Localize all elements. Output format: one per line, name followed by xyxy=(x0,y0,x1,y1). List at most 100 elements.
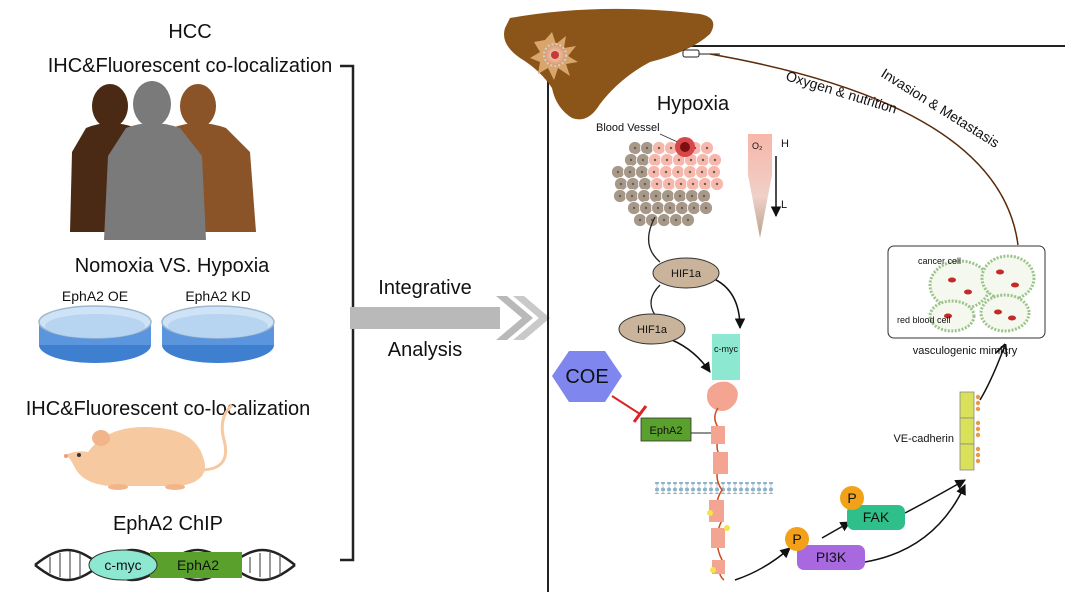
gradient-low-label: L xyxy=(781,199,787,211)
tissue-cell-nucleus xyxy=(674,218,678,222)
ve-cadherin-label: VE-cadherin xyxy=(893,433,954,445)
petri-dish-kd-icon xyxy=(161,305,275,363)
tissue-cell-nucleus xyxy=(664,170,668,174)
tissue-cell-nucleus xyxy=(712,170,716,174)
chip-title: EphA2 ChIP xyxy=(113,513,223,535)
tissue-cell-nucleus xyxy=(689,158,693,162)
tissue-cell-nucleus xyxy=(618,194,622,198)
arrow-hif1a-cmyc xyxy=(711,277,746,330)
tissue-cell-nucleus xyxy=(630,194,634,198)
mouse-icon xyxy=(64,403,234,490)
tissue-cell-nucleus xyxy=(679,182,683,186)
epha2-label: EphA2 xyxy=(649,425,682,437)
o2-label: O₂ xyxy=(752,141,763,151)
red-blood-cell xyxy=(994,309,1002,315)
cell-membrane xyxy=(655,482,775,494)
tissue-cell-nucleus xyxy=(676,170,680,174)
arrow-fak-cadherin xyxy=(904,479,966,514)
tissue-cell-nucleus xyxy=(666,194,670,198)
arrow-pi3k-cadherin xyxy=(864,484,966,563)
arrow-hif1a-receptor xyxy=(671,339,711,373)
dna-epha2-box xyxy=(150,552,242,578)
dish-kd-label: EphA2 KD xyxy=(185,288,250,304)
red-blood-cell xyxy=(944,313,952,319)
arrow-pi3k-fak xyxy=(821,521,851,539)
hif1a-top-oval xyxy=(652,257,720,289)
red-blood-cell xyxy=(964,289,972,295)
tissue-cell-nucleus xyxy=(680,206,684,210)
tissue-cell-nucleus xyxy=(662,218,666,222)
hcc-title: HCC xyxy=(168,21,211,43)
tissue-cell-nucleus xyxy=(705,146,709,150)
tissue-cell-nucleus xyxy=(631,182,635,186)
dish-oe-label: EphA2 OE xyxy=(62,288,128,304)
tissue-cell-nucleus xyxy=(692,206,696,210)
coe-inhibit-line xyxy=(611,395,641,415)
tissue-cell-nucleus xyxy=(632,206,636,210)
tissue-cell-nucleus xyxy=(686,218,690,222)
liver-icon xyxy=(504,8,714,120)
tissue-cell-nucleus xyxy=(644,206,648,210)
p-pi3k-label: P xyxy=(792,531,801,547)
human-silhouettes-icon xyxy=(70,81,256,240)
fak-label: FAK xyxy=(863,509,890,525)
tissue-cell-nucleus xyxy=(642,194,646,198)
dna-epha2-label: EphA2 xyxy=(177,557,219,573)
link-hif1a-hif1a xyxy=(650,284,661,316)
mouse-title: IHC&Fluorescent co-localization xyxy=(26,398,311,420)
blood-vessel-label: Blood Vessel xyxy=(596,122,660,134)
dna-cmyc-label: c-myc xyxy=(104,557,141,573)
tissue-cell-nucleus xyxy=(645,146,649,150)
analysis-label: Analysis xyxy=(388,339,462,361)
hcc-subtitle: IHC&Fluorescent co-localization xyxy=(48,55,333,77)
vm-cancer-cells xyxy=(928,254,1036,333)
tissue-cell-nucleus xyxy=(691,182,695,186)
epha2-box xyxy=(640,417,692,442)
condition-title: Nomoxia VS. Hypoxia xyxy=(75,255,270,277)
red-blood-cell xyxy=(1008,315,1016,321)
coe-inhibit-bar xyxy=(632,405,648,423)
red-blood-cell-label: red blood cell xyxy=(897,315,951,325)
tissue-cell-nucleus xyxy=(619,182,623,186)
tissue-cell-nucleus xyxy=(669,146,673,150)
tissue-cell-nucleus xyxy=(690,194,694,198)
petri-dish-oe-icon xyxy=(38,305,152,363)
tissue-cell-nucleus xyxy=(665,158,669,162)
hif1a-left-oval xyxy=(618,313,686,345)
red-blood-cell xyxy=(948,277,956,283)
pi3k-label: PI3K xyxy=(816,549,847,565)
fak-box xyxy=(847,505,905,530)
integrative-arrow-icon xyxy=(350,296,550,340)
cancer-cell-label: cancer cell xyxy=(918,256,961,266)
red-blood-cell xyxy=(996,269,1004,275)
tissue-cell-nucleus xyxy=(629,158,633,162)
tissue-cell-nucleus xyxy=(700,170,704,174)
tissue-cell-nucleus xyxy=(713,158,717,162)
coe-label: COE xyxy=(565,366,608,388)
tissue-cell-nucleus xyxy=(641,158,645,162)
tissue-cell-nucleus xyxy=(668,206,672,210)
dna-cmyc-oval xyxy=(88,549,158,581)
link-tissue-hif1a xyxy=(648,216,661,263)
red-blood-cell xyxy=(1011,282,1019,288)
cmyc-label: c-myc xyxy=(714,344,738,354)
hif1a-top-label: HIF1a xyxy=(671,268,702,280)
tissue-cell-nucleus xyxy=(652,170,656,174)
integrative-label: Integrative xyxy=(378,277,471,299)
tissue-cell-nucleus xyxy=(616,170,620,174)
arrow-receptor-pi3k xyxy=(734,547,791,581)
tissue-cell-nucleus xyxy=(667,182,671,186)
hypoxic-tissue-cluster xyxy=(611,141,724,227)
tissue-cell-nucleus xyxy=(701,158,705,162)
vm-cell xyxy=(979,293,1031,333)
hif1a-left-label: HIF1a xyxy=(637,324,668,336)
pointer-hand-icon xyxy=(682,49,720,58)
tissue-cell-nucleus xyxy=(628,170,632,174)
coe-hexagon xyxy=(552,351,622,402)
vm-cell xyxy=(980,254,1036,302)
tissue-cell-nucleus xyxy=(677,158,681,162)
o2-gradient-bar xyxy=(748,134,772,238)
gradient-high-label: H xyxy=(781,138,789,150)
tissue-cell-nucleus xyxy=(640,170,644,174)
